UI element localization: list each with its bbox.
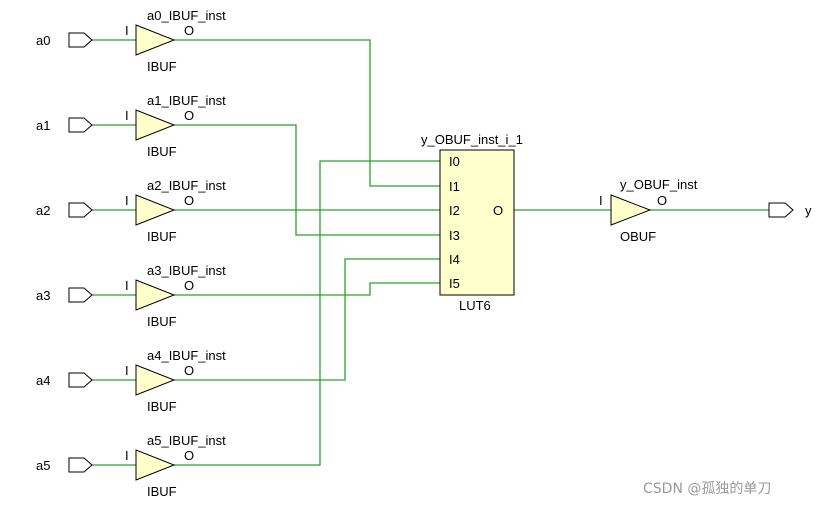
ibuf-a2-inst-name: a2_IBUF_inst [147, 178, 226, 193]
ibuf-a5-pin-o: O [184, 448, 194, 463]
ibuf-a4-pin-o: O [184, 363, 194, 378]
ibuf-a1-pin-o: O [184, 108, 194, 123]
ibuf-a2-cell-type: IBUF [147, 229, 177, 244]
obuf-inst-name: y_OBUF_inst [620, 177, 698, 192]
ibuf-a5[interactable]: a5_IBUF_inst I O IBUF [125, 433, 226, 499]
output-port-y: y [768, 202, 812, 218]
ibuf-a1-cell-type: IBUF [147, 144, 177, 159]
ibuf-a1-inst-name: a1_IBUF_inst [147, 93, 226, 108]
net-a5-to-I0 [174, 160, 440, 466]
lut6-cell[interactable]: y_OBUF_inst_i_1 I0 I1 I2 I3 I4 I5 O LUT6 [421, 132, 523, 313]
lut6-pin-i1: I1 [449, 179, 460, 194]
input-port-a0-symbol[interactable] [68, 32, 93, 48]
ibuf-a4-inst-name: a4_IBUF_inst [147, 348, 226, 363]
ibuf-a4-triangle-icon[interactable] [135, 364, 176, 396]
ibuf-a4-cell-type: IBUF [147, 399, 177, 414]
watermark-text: CSDN @孤独的单刀 [643, 481, 771, 497]
input-port-a3-symbol[interactable] [68, 287, 93, 303]
ibuf-a3-inst-name: a3_IBUF_inst [147, 263, 226, 278]
lut6-inst-name: y_OBUF_inst_i_1 [421, 132, 523, 147]
ibuf-a1-triangle-icon[interactable] [135, 109, 176, 141]
ibuf-a0-triangle-icon[interactable] [135, 24, 176, 56]
obuf-pin-i: I [599, 193, 603, 208]
ibuf-a3-pin-o: O [184, 278, 194, 293]
lut6-pin-i3: I3 [449, 228, 460, 243]
lut6-pin-i0: I0 [449, 154, 460, 169]
ibuf-a2-pin-i: I [125, 193, 129, 208]
obuf-triangle-icon[interactable] [610, 194, 652, 226]
ibuf-a5-cell-type: IBUF [147, 484, 177, 499]
lut6-cell-type: LUT6 [459, 298, 491, 313]
ibuf-a5-triangle-icon[interactable] [135, 449, 176, 481]
lut6-pin-o: O [493, 203, 503, 218]
net-a1-to-I3 [174, 124, 440, 236]
lut6-pin-i2: I2 [449, 203, 460, 218]
ibuf-a4-pin-i: I [125, 363, 129, 378]
lut6-box[interactable] [439, 149, 515, 296]
ibuf-a0-pin-o: O [184, 23, 194, 38]
net-a4-to-I4 [174, 258, 440, 381]
ibuf-a2-pin-o: O [184, 193, 194, 208]
input-ports: a0 a1 a2 a3 a4 a5 [36, 32, 93, 473]
ibuf-a0-inst-name: a0_IBUF_inst [147, 8, 226, 23]
ibuf-a4[interactable]: a4_IBUF_inst I O IBUF [125, 348, 226, 414]
ibuf-a3-triangle-icon[interactable] [135, 279, 176, 311]
nets [92, 39, 769, 466]
output-port-y-label: y [805, 203, 812, 218]
ibuf-a0-pin-i: I [125, 23, 129, 38]
input-port-a4-symbol[interactable] [68, 372, 93, 388]
ibuf-a0[interactable]: a0_IBUF_inst I O IBUF [125, 8, 226, 74]
ibuf-a2[interactable]: a2_IBUF_inst I O IBUF [125, 178, 226, 244]
ibuf-a3-cell-type: IBUF [147, 314, 177, 329]
obuf-cell-type: OBUF [620, 229, 656, 244]
input-port-a3-label: a3 [36, 288, 50, 303]
ibuf-a2-triangle-icon[interactable] [135, 194, 176, 226]
input-port-a2-label: a2 [36, 203, 50, 218]
net-a0-to-I1 [174, 39, 440, 187]
input-port-a5-label: a5 [36, 458, 50, 473]
input-port-a4-label: a4 [36, 373, 50, 388]
input-port-a5-symbol[interactable] [68, 457, 93, 473]
output-port-y-symbol[interactable] [768, 202, 794, 218]
lut6-pin-i4: I4 [449, 252, 460, 267]
lut6-pin-i5: I5 [449, 276, 460, 291]
ibuf-a3[interactable]: a3_IBUF_inst I O IBUF [125, 263, 226, 329]
ibuf-a0-cell-type: IBUF [147, 59, 177, 74]
ibuf-a1-pin-i: I [125, 108, 129, 123]
input-port-a0-label: a0 [36, 33, 50, 48]
ibuf-a5-pin-i: I [125, 448, 129, 463]
input-port-a2-symbol[interactable] [68, 202, 93, 218]
input-port-a1-symbol[interactable] [68, 117, 93, 133]
ibuf-a3-pin-i: I [125, 278, 129, 293]
obuf-pin-o: O [657, 193, 667, 208]
input-port-a1-label: a1 [36, 118, 50, 133]
ibuf-a1[interactable]: a1_IBUF_inst I O IBUF [125, 93, 226, 159]
net-a3-to-I5 [174, 282, 440, 296]
ibuf-a5-inst-name: a5_IBUF_inst [147, 433, 226, 448]
obuf-y[interactable]: y_OBUF_inst I O OBUF [599, 177, 698, 244]
